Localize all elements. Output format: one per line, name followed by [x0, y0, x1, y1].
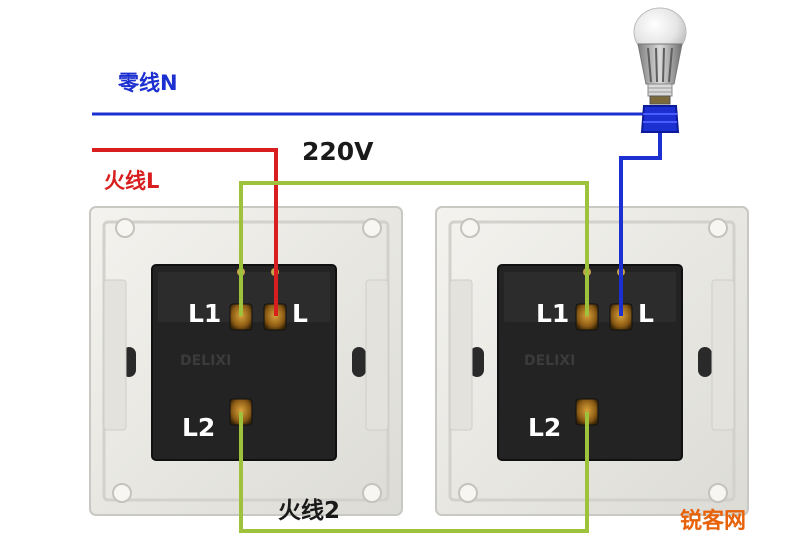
voltage-label: 220V: [302, 137, 374, 166]
switch-right-brand: DELIXI: [524, 353, 575, 369]
switch-left-l-label: L: [292, 299, 308, 328]
switch-left-l2-label: L2: [182, 413, 215, 442]
switch-module-left: DELIXI: [151, 264, 337, 461]
live2-label: 火线2: [278, 497, 340, 524]
switch-right-l1-label: L1: [536, 299, 569, 328]
switch-right-l-label: L: [638, 299, 654, 328]
live-wire: [92, 148, 278, 316]
watermark: 锐客网: [680, 508, 746, 534]
switch-module-right: DELIXI: [497, 264, 683, 461]
live-label: 火线L: [104, 169, 159, 193]
switch-right-l2-label: L2: [528, 413, 561, 442]
lamp-icon: [633, 7, 687, 133]
switch-left-brand: DELIXI: [180, 353, 231, 369]
traveler-wire-l1: [239, 181, 589, 316]
lamp-return-wire: [619, 132, 662, 316]
neutral-label: 零线N: [117, 71, 178, 95]
traveler-wire-l2: [239, 412, 589, 533]
switch-left-l1-label: L1: [188, 299, 221, 328]
